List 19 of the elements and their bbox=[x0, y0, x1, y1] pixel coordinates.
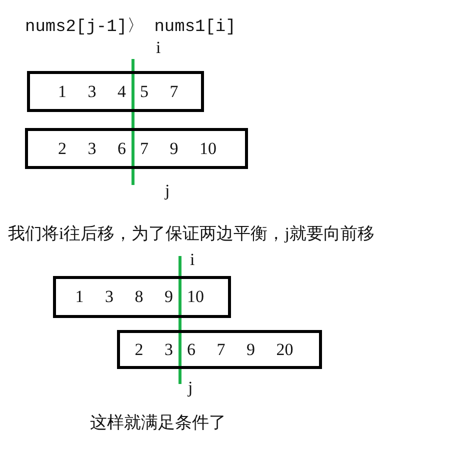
pointer-label: j bbox=[188, 378, 193, 398]
array-values: 7 9 10 bbox=[140, 138, 216, 158]
pointer-label: i bbox=[190, 250, 195, 270]
array-box bbox=[27, 71, 204, 112]
array-values: 10 bbox=[187, 287, 204, 307]
array-values: 1 3 4 bbox=[58, 82, 126, 102]
array-values: 6 7 9 20 bbox=[187, 340, 294, 360]
condition-text: nums2[j-1]〉 nums1[i] bbox=[25, 16, 236, 37]
pointer-label: i bbox=[156, 38, 161, 58]
array-box bbox=[53, 276, 231, 318]
pointer-label: j bbox=[165, 181, 170, 201]
array-values: 1 3 8 9 bbox=[75, 287, 173, 307]
array-box bbox=[25, 128, 248, 169]
array-values: 2 3 bbox=[134, 340, 173, 360]
array-box bbox=[117, 330, 322, 369]
note-text: 这样就满足条件了 bbox=[90, 412, 226, 434]
array-values: 2 3 6 bbox=[58, 138, 126, 158]
note-text: 我们将i往后移，为了保证两边平衡，j就要向前移 bbox=[8, 223, 374, 245]
array-values: 5 7 bbox=[140, 82, 178, 102]
